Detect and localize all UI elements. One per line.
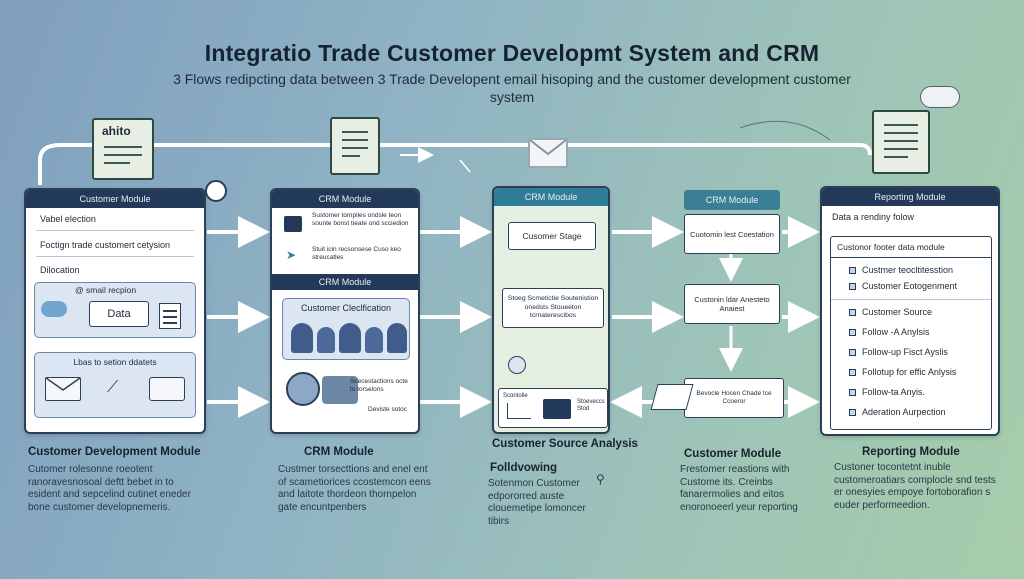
person-icon bbox=[317, 327, 335, 353]
behavior-box: Bevocle Hocen Chade tce Ccoeror bbox=[684, 378, 784, 418]
panel1-row-1: Vabel election bbox=[40, 214, 96, 224]
cloud-icon bbox=[41, 301, 67, 317]
document-label: ahito bbox=[102, 124, 131, 138]
caption-4-text: Frestomer reastions with Custome its. Cr… bbox=[680, 464, 798, 513]
page-title: Integratio Trade Customer Developmt Syst… bbox=[204, 40, 820, 66]
customer-analysis-box: Custonin ldar Anesteto Anaiest bbox=[684, 284, 780, 324]
panel1-row-3: Dilocation bbox=[40, 265, 80, 275]
person-icon bbox=[339, 323, 361, 353]
person-icon bbox=[387, 323, 407, 353]
panel1-bottom-label: Lbas to setion ddatets bbox=[73, 357, 157, 367]
decor-curve bbox=[739, 120, 831, 141]
person-icon bbox=[365, 327, 383, 353]
panel2-row-4: Deviste sotoc bbox=[368, 406, 408, 413]
customer-list-box: Cuotomin lest Coestation bbox=[684, 214, 780, 254]
customer-stage-box: Cusomer Stage bbox=[508, 222, 596, 250]
pin-icon: ⚲ bbox=[596, 472, 605, 486]
source-label-a: Scontolie bbox=[503, 393, 528, 399]
panel-customer-module-head: Customer Module bbox=[26, 190, 204, 208]
panel-crm-module-2: CRM Module Cusomer Stage Stoeg Scmeticti… bbox=[492, 186, 610, 434]
panel1-data-area: @ smail recpion Data bbox=[34, 282, 196, 338]
panel1-row-2: Foctign trade customert cetysion bbox=[40, 240, 171, 250]
email-envelope-icon bbox=[528, 138, 568, 168]
caption-1-text: Cutomer rolesonne roeotent ranoravesnoso… bbox=[28, 464, 191, 513]
document-icon-center bbox=[330, 117, 380, 175]
cloud-icon-top bbox=[920, 86, 960, 108]
report-item: Custmer teocltitesstion bbox=[849, 265, 953, 275]
report-item: Customer Source bbox=[849, 307, 932, 317]
customer-classification-box: Customer Cleclfication bbox=[282, 298, 410, 360]
panel-crm-module-head: CRM Module bbox=[272, 190, 418, 208]
cloud-label: @ smail recpion bbox=[75, 285, 136, 295]
top-tick bbox=[459, 159, 471, 173]
panel4-head: CRM Module bbox=[684, 190, 780, 210]
report-item: Follow-up Fisct Ayslis bbox=[849, 347, 948, 357]
report-item: Aderation Aurpection bbox=[849, 407, 946, 417]
panel2-row-1: Sustomer tompiles ondsle teon sounte bon… bbox=[312, 212, 409, 227]
stage-segmentation-box: Stoeg Scmetictie Soutenistion onedsts St… bbox=[502, 288, 604, 328]
send-icon: ➤ bbox=[286, 248, 297, 262]
mini-chart-icon bbox=[507, 403, 531, 419]
caption-3-title-2: Folldvowing bbox=[490, 462, 558, 474]
report-item: Customer Eotogenment bbox=[849, 281, 957, 291]
report-item: Follow -A Anylsis bbox=[849, 327, 930, 337]
globe-icon bbox=[286, 372, 320, 406]
folder-icon bbox=[650, 384, 694, 410]
caption-5-text: Custoner tocontetnt inuble customeroatia… bbox=[834, 462, 996, 511]
document-icon-left: ahito bbox=[92, 118, 154, 180]
caption-2-text: Custmer torsecttions and enel ent of sca… bbox=[278, 464, 431, 513]
document-icon bbox=[284, 216, 302, 232]
panel-crm-module-2-head: CRM Module bbox=[494, 188, 608, 206]
person-icon bbox=[291, 323, 313, 353]
source-analysis-box: Scontolie Stoeveccs Stod bbox=[498, 388, 608, 428]
caption-2-title: CRM Module bbox=[304, 446, 374, 458]
panel1-bottom-area: Lbas to setion ddatets ⟋ bbox=[34, 352, 196, 418]
report-document-icon bbox=[872, 110, 930, 174]
top-flow-line bbox=[38, 143, 872, 185]
report-item: Follotup for effic Anlysis bbox=[849, 367, 956, 377]
cloud-label-text: smail recpion bbox=[86, 285, 137, 295]
caption-5-title: Reporting Module bbox=[862, 446, 960, 458]
panel2-row-2: Stuit icin recsonsese Cuso keo streucatl… bbox=[312, 246, 401, 261]
chart-icon bbox=[508, 356, 526, 374]
laptop-icon bbox=[543, 399, 571, 419]
window-icon bbox=[149, 377, 185, 401]
source-label-b: Stoeveccs Stod bbox=[577, 399, 605, 412]
caption-1-title: Customer Development Module bbox=[28, 446, 201, 458]
reporting-intro: Data a rendiny folow bbox=[832, 212, 915, 222]
caption-3-text: Sotenmon Customer edpororred auste cloue… bbox=[488, 478, 586, 527]
mouse-icon bbox=[205, 180, 227, 202]
panel-customer-module: Customer Module Vabel election Foctign t… bbox=[24, 188, 206, 434]
panel2-sub-head: CRM Module bbox=[272, 274, 418, 290]
at-icon: @ bbox=[75, 285, 86, 295]
page-subtitle: 3 Flows redipcting data between 3 Trade … bbox=[173, 71, 851, 105]
reporting-list-head: Custonor footer data module bbox=[837, 242, 945, 252]
panel-reporting-module: Reporting Module Data a rendiny folow Cu… bbox=[820, 186, 1000, 436]
caption-4-title: Customer Module bbox=[684, 448, 782, 460]
panel-reporting-module-head: Reporting Module bbox=[822, 188, 998, 206]
tool-icon: ⟋ bbox=[107, 379, 119, 396]
panel2-row-3: Scecestactions octe to torselons bbox=[350, 378, 408, 393]
panel-crm-module: CRM Module Sustomer tompiles ondsle teon… bbox=[270, 188, 420, 434]
mail-icon bbox=[45, 377, 81, 401]
classification-label: Customer Cleclfication bbox=[300, 303, 392, 313]
list-icon bbox=[159, 303, 181, 329]
people-icon bbox=[322, 376, 358, 404]
data-box: Data bbox=[89, 301, 149, 327]
reporting-list: Custonor footer data module Custmer teoc… bbox=[830, 236, 992, 430]
caption-3-title: Customer Source Analysis bbox=[492, 438, 638, 450]
report-item: Follow-ta Anyis. bbox=[849, 387, 925, 397]
